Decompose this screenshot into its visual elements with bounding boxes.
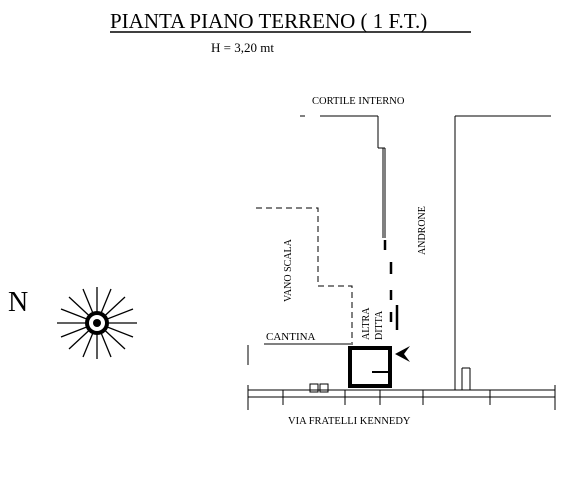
other-company-label-2: DITTA: [374, 310, 385, 340]
building-walls: [247, 115, 556, 410]
compass-rose-icon: [57, 287, 137, 359]
courtyard-label: CORTILE INTERNO: [312, 96, 405, 107]
north-label: N: [8, 287, 28, 318]
cellar-pointer-icon: [395, 346, 410, 362]
other-company-label-1: ALTRA: [361, 307, 372, 340]
plan-title: PIANTA PIANO TERRENO ( 1 F.T.): [110, 9, 427, 33]
cellar-room-outline: [348, 346, 392, 388]
street-front: [248, 383, 555, 405]
passage-label: ANDRONE: [417, 206, 428, 255]
cellar-label: CANTINA: [266, 331, 316, 343]
street-label: VIA FRATELLI KENNEDY: [288, 416, 411, 427]
partition-marks: [383, 240, 399, 330]
height-note: H = 3,20 mt: [211, 40, 274, 55]
stairwell-label: VANO SCALA: [283, 238, 294, 302]
